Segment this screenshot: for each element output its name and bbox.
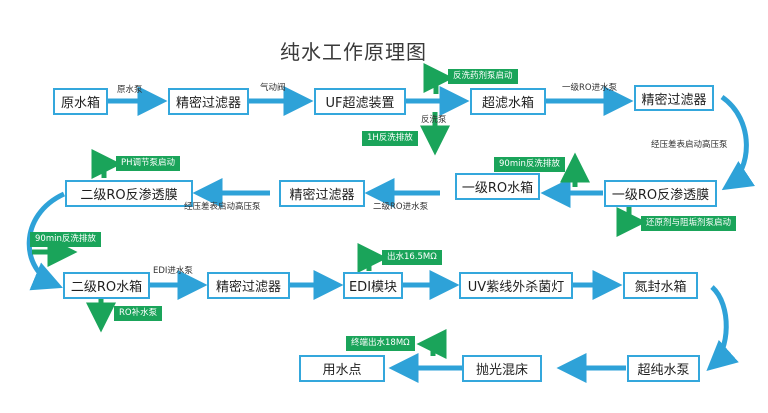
box-ro1-membrane-label: 一级RO反渗透膜 bbox=[611, 188, 710, 203]
box-raw-tank-label: 原水箱 bbox=[60, 96, 100, 111]
box-ro2-membrane: 二级RO反渗透膜 bbox=[65, 180, 193, 207]
box-polish-bed-label: 抛光混床 bbox=[475, 363, 528, 378]
arrow-filter2-to-ro1 bbox=[720, 94, 756, 191]
box-nitrogen-tank: 氮封水箱 bbox=[623, 272, 698, 299]
tag-backwash-90-b: 90min反洗排放 bbox=[30, 232, 101, 247]
box-edi-module: EDI模块 bbox=[343, 272, 403, 299]
box-uf-tank-label: 超滤水箱 bbox=[481, 96, 534, 111]
box-ro2-tank: 二级RO水箱 bbox=[63, 272, 150, 299]
box-edi-module-label: EDI模块 bbox=[348, 280, 398, 295]
box-ultrapure-pump: 超纯水泵 bbox=[627, 355, 700, 382]
box-precision-filter-3-label: 精密过滤器 bbox=[289, 188, 355, 203]
box-ro1-tank: 一级RO水箱 bbox=[455, 173, 540, 200]
label-backwash-pump: 反洗泵 bbox=[421, 115, 447, 125]
tag-reductant-dosing: 还原剂与阻垢剂泵启动 bbox=[641, 216, 737, 231]
box-ro1-membrane: 一级RO反渗透膜 bbox=[604, 180, 717, 207]
box-uf-device: UF超滤装置 bbox=[314, 88, 406, 115]
box-ro1-tank-label: 一级RO水箱 bbox=[461, 181, 534, 196]
box-precision-filter-2-label: 精密过滤器 bbox=[641, 92, 707, 108]
green-arrow-backwash-dosing bbox=[423, 63, 454, 94]
tag-backwash-1h: 1H反洗排放 bbox=[362, 131, 418, 146]
box-ro2-tank-label: 二级RO水箱 bbox=[70, 280, 143, 295]
box-use-point: 用水点 bbox=[299, 355, 385, 382]
label-pneumatic-valve: 气动阀 bbox=[260, 83, 286, 93]
tag-output-edi: 出水16.5MΩ bbox=[382, 250, 442, 265]
label-pressure-pump-1: 经压差表启动高压泵 bbox=[651, 140, 728, 150]
box-precision-filter-1-label: 精密过滤器 bbox=[175, 96, 241, 111]
label-pressure-pump-2: 经压差表启动高压泵 bbox=[184, 202, 261, 212]
box-nitrogen-tank-label: 氮封水箱 bbox=[634, 280, 687, 295]
tag-backwash-dosing: 反洗药剂泵启动 bbox=[448, 69, 518, 84]
box-precision-filter-2: 精密过滤器 bbox=[634, 85, 714, 111]
label-edi-feed-pump: EDI进水泵 bbox=[153, 266, 193, 276]
tag-ph-pump: PH调节泵启动 bbox=[116, 156, 181, 171]
box-uv-lamp: UV紫线外杀菌灯 bbox=[459, 272, 573, 299]
box-precision-filter-3: 精密过滤器 bbox=[279, 180, 365, 207]
box-uf-device-label: UF超滤装置 bbox=[325, 96, 395, 111]
box-precision-filter-4: 精密过滤器 bbox=[207, 272, 290, 299]
arrow-ro2-to-ro2tank bbox=[26, 191, 66, 291]
box-uv-lamp-label: UV紫线外杀菌灯 bbox=[467, 280, 565, 295]
label-ro1-feed-pump: 一级RO进水泵 bbox=[562, 83, 618, 93]
tag-backwash-90-a: 90min反洗排放 bbox=[494, 157, 565, 172]
box-polish-bed: 抛光混床 bbox=[462, 355, 542, 382]
green-arrow-reductant bbox=[616, 207, 647, 237]
label-ro2-feed-pump: 二级RO进水泵 bbox=[373, 202, 429, 212]
tag-output-final: 终端出水18MΩ bbox=[346, 336, 415, 351]
green-arrow-ph-pump bbox=[91, 149, 122, 179]
diagram-title: 纯水工作原理图 bbox=[280, 40, 427, 64]
box-raw-tank: 原水箱 bbox=[53, 88, 108, 115]
box-uf-tank: 超滤水箱 bbox=[470, 88, 546, 115]
box-precision-filter-1: 精密过滤器 bbox=[168, 88, 249, 115]
green-arrow-output-edi bbox=[357, 243, 388, 273]
box-ultrapure-pump-label: 超纯水泵 bbox=[637, 363, 690, 378]
tag-ro-makeup: RO补水泵 bbox=[114, 306, 163, 321]
box-ro2-membrane-label: 二级RO反渗透膜 bbox=[80, 188, 178, 203]
box-use-point-label: 用水点 bbox=[322, 363, 362, 378]
box-precision-filter-4-label: 精密过滤器 bbox=[215, 280, 281, 295]
green-arrow-output-final bbox=[416, 329, 447, 359]
label-raw-pump: 原水泵 bbox=[117, 85, 143, 95]
arrow-nitrogen-to-pump bbox=[706, 285, 739, 371]
